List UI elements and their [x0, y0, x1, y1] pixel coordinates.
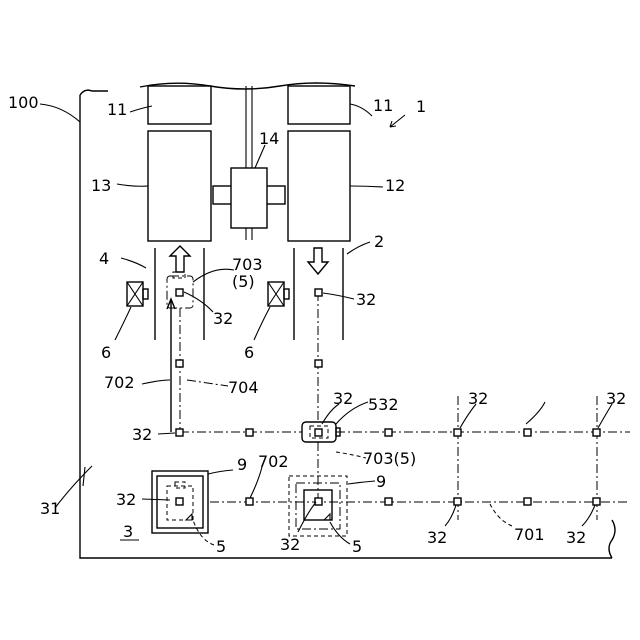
marker-32 — [524, 429, 531, 436]
label-marker-i: 32 — [427, 528, 447, 547]
label-machine-left: 13 — [91, 176, 111, 195]
sensor-6-right — [268, 282, 289, 306]
label-vehicle-top-sub: (5) — [232, 272, 255, 291]
label-marker-b: 32 — [356, 290, 376, 309]
label-marker-d: 32 — [468, 389, 488, 408]
arrow-up-icon — [170, 246, 190, 272]
marker-32 — [385, 429, 392, 436]
label-marker-h: 32 — [280, 535, 300, 554]
marker-32 — [385, 498, 392, 505]
machine-12 — [288, 131, 350, 241]
label-system: 1 — [416, 97, 426, 116]
labels: 100 1 11 11 14 13 12 4 2 703 (5) 32 32 6… — [8, 93, 626, 556]
marker-32 — [524, 498, 531, 505]
label-marker-a: 32 — [213, 309, 233, 328]
label-machine-right: 12 — [385, 176, 405, 195]
marker-32 — [176, 429, 183, 436]
marker-32 — [176, 498, 183, 505]
marker-32 — [315, 429, 322, 436]
label-station-mid: 9 — [376, 472, 386, 491]
marker-32 — [315, 289, 322, 296]
arrow-down-icon — [308, 248, 328, 274]
machine-13 — [148, 131, 211, 241]
marker-32 — [246, 429, 253, 436]
label-track-c: 702 — [258, 452, 289, 471]
marker-32 — [176, 289, 183, 296]
label-sensor-left: 6 — [101, 343, 111, 362]
sensor-6-left — [127, 282, 148, 306]
label-junction: 532 — [368, 395, 399, 414]
label-vehicle-mid: 703(5) — [363, 449, 416, 468]
marker-32 — [593, 498, 600, 505]
label-marker-e: 32 — [606, 389, 626, 408]
marker-32 — [246, 498, 253, 505]
label-unit-left-top: 11 — [107, 100, 127, 119]
label-conveyor-left: 4 — [99, 249, 109, 268]
label-plant: 100 — [8, 93, 39, 112]
marker-32 — [593, 429, 600, 436]
center-unit-14 — [213, 168, 285, 228]
label-area: 3 — [123, 522, 133, 541]
label-conveyor-right: 2 — [374, 232, 384, 251]
label-station-left: 9 — [237, 455, 247, 474]
marker-32 — [315, 498, 322, 505]
marker-32 — [176, 360, 183, 367]
label-floor: 31 — [40, 499, 60, 518]
marker-32 — [454, 429, 461, 436]
label-sensor-right: 6 — [244, 343, 254, 362]
label-track-main: 701 — [514, 525, 545, 544]
label-marker-c: 32 — [333, 389, 353, 408]
track-lines — [180, 292, 630, 520]
unit-11-right — [288, 86, 350, 124]
label-carrier-left: 5 — [216, 537, 226, 556]
track-702-upper — [167, 299, 175, 432]
label-center-unit: 14 — [259, 129, 279, 148]
floor-boundary — [80, 90, 615, 558]
label-carrier-mid: 5 — [352, 537, 362, 556]
label-track-b: 704 — [228, 378, 259, 397]
marker-32 — [315, 360, 322, 367]
label-marker-f: 32 — [132, 425, 152, 444]
label-marker-g: 32 — [116, 490, 136, 509]
label-unit-right-top: 11 — [373, 96, 393, 115]
label-track-a: 702 — [104, 373, 135, 392]
leader-lines — [40, 104, 612, 545]
marker-32 — [454, 498, 461, 505]
unit-11-left — [148, 86, 211, 124]
label-marker-j: 32 — [566, 528, 586, 547]
